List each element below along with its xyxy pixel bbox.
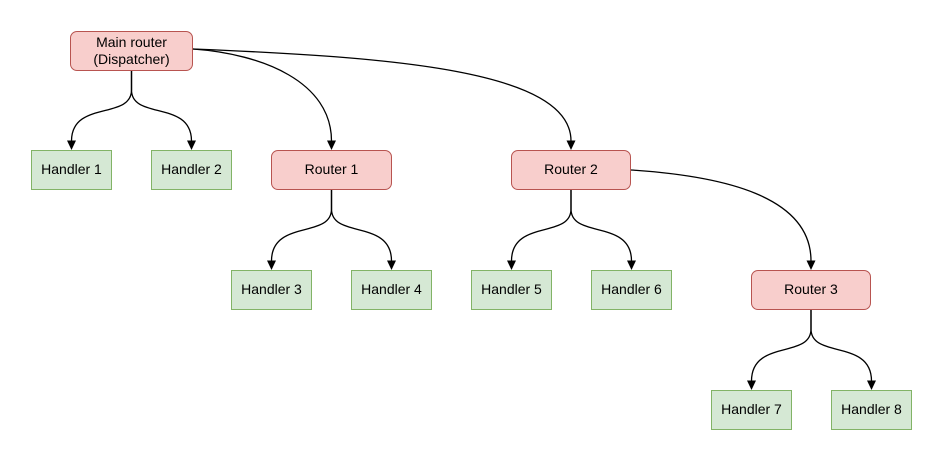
edge-line bbox=[630, 169, 812, 262]
node-label: Main router (Dispatcher) bbox=[93, 33, 170, 68]
edge-router1-to-handler3 bbox=[267, 190, 333, 270]
node-label: Handler 5 bbox=[481, 281, 542, 298]
node-label: Handler 7 bbox=[721, 401, 782, 418]
node-handler-4: Handler 4 bbox=[351, 270, 432, 310]
edge-line bbox=[130, 71, 193, 142]
arrowhead-icon bbox=[67, 140, 76, 150]
edge-router2-to-router3 bbox=[630, 169, 816, 270]
node-main-router: Main router (Dispatcher) bbox=[70, 31, 193, 71]
node-handler-3: Handler 3 bbox=[231, 270, 312, 310]
node-router-2: Router 2 bbox=[511, 150, 631, 190]
node-router-3: Router 3 bbox=[751, 270, 871, 310]
node-label: Router 1 bbox=[304, 161, 359, 178]
edge-main-to-router2 bbox=[192, 48, 576, 150]
edge-line bbox=[810, 310, 873, 382]
arrowhead-icon bbox=[267, 260, 276, 270]
edge-line bbox=[330, 190, 393, 262]
node-router-1: Router 1 bbox=[271, 150, 392, 190]
edge-line bbox=[270, 190, 333, 262]
edge-router2-to-handler6 bbox=[570, 190, 636, 270]
node-label: Handler 3 bbox=[241, 281, 302, 298]
arrowhead-icon bbox=[327, 140, 336, 150]
node-label: Handler 4 bbox=[361, 281, 422, 298]
edge-main-to-handler1 bbox=[67, 71, 133, 150]
edge-line bbox=[510, 190, 572, 262]
node-handler-5: Handler 5 bbox=[471, 270, 552, 310]
edge-router3-to-handler8 bbox=[810, 310, 876, 390]
edge-main-to-handler2 bbox=[130, 71, 196, 150]
node-label: Router 2 bbox=[544, 161, 598, 178]
edge-line bbox=[570, 190, 633, 262]
node-handler-8: Handler 8 bbox=[831, 390, 912, 430]
arrowhead-icon bbox=[747, 380, 756, 390]
edge-line bbox=[750, 310, 812, 382]
edge-router3-to-handler7 bbox=[747, 310, 812, 390]
arrowhead-icon bbox=[867, 380, 876, 390]
node-handler-7: Handler 7 bbox=[711, 390, 792, 430]
edge-main-to-router1 bbox=[192, 48, 336, 150]
edge-line bbox=[70, 71, 133, 142]
node-handler-2: Handler 2 bbox=[151, 150, 232, 190]
arrowhead-icon bbox=[387, 260, 396, 270]
node-handler-1: Handler 1 bbox=[31, 150, 112, 190]
arrowhead-icon bbox=[806, 260, 816, 270]
node-label: Handler 6 bbox=[601, 281, 662, 298]
arrowhead-icon bbox=[627, 260, 636, 270]
arrowhead-icon bbox=[507, 260, 516, 270]
node-label: Router 3 bbox=[784, 281, 838, 298]
node-label: Handler 8 bbox=[841, 401, 902, 418]
node-label: Handler 2 bbox=[161, 161, 222, 178]
edge-line bbox=[192, 48, 333, 142]
node-handler-6: Handler 6 bbox=[591, 270, 672, 310]
arrowhead-icon bbox=[187, 140, 196, 150]
edge-router1-to-handler4 bbox=[330, 190, 396, 270]
edge-line bbox=[192, 48, 572, 142]
arrowhead-icon bbox=[566, 140, 576, 150]
node-label: Handler 1 bbox=[41, 161, 102, 178]
edge-router2-to-handler5 bbox=[507, 190, 572, 270]
